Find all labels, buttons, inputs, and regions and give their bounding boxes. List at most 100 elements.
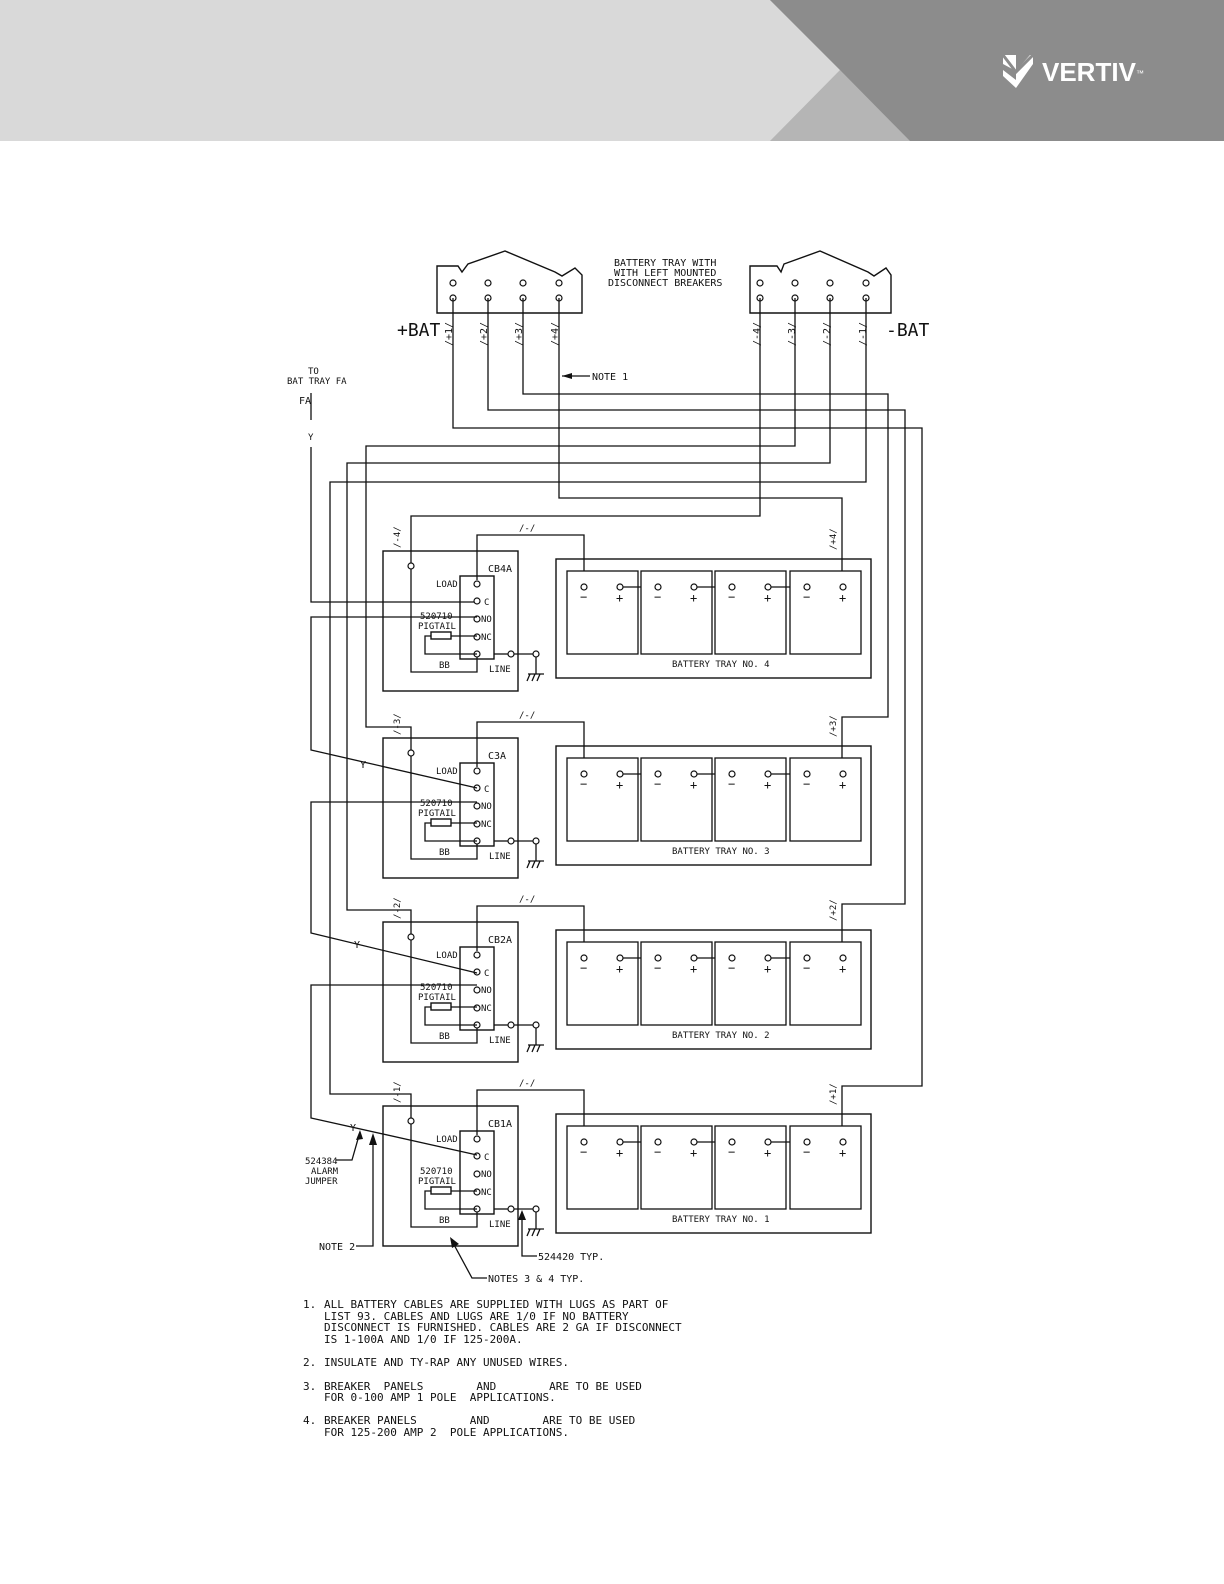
c-label: C [484,598,489,608]
terminal-icon [507,837,515,845]
note-4-num: 4. [303,1414,316,1427]
terminal-icon [532,1205,540,1213]
plus-sign: + [690,1146,697,1160]
tray-label: BATTERY TRAY NO. 3 [672,847,770,857]
terminal-icon [764,583,772,591]
load-label: LOAD [436,1135,458,1145]
pigtail-num-label: 520710 [420,1167,453,1177]
plus-sign: + [764,1146,771,1160]
battery-cell [640,757,713,842]
plus-sign: + [839,778,846,792]
neg-cable-label: /-4/ [393,526,403,548]
pos-cable-label: /+4/ [829,528,839,550]
battery-cell [566,941,639,1026]
terminal-icon [473,951,481,959]
plus-sign: + [839,962,846,976]
battery-tray [555,745,872,866]
terminal-icon [555,279,563,287]
terminal-icon [407,562,415,570]
note-3-line-2: FOR 0-100 AMP 1 POLE APPLICATIONS. [324,1391,556,1404]
cable-label: /+4/ [550,322,561,346]
terminal-icon [803,583,811,591]
bb-label: BB [439,661,450,671]
battery-cell [566,570,639,655]
pigtail-resistor-icon [430,631,452,640]
pigtail-wire [424,1190,477,1210]
cable-label: /+2/ [479,322,490,346]
plus-sign: + [839,1146,846,1160]
alarm-jumper-num: 524384 [305,1157,338,1167]
battery-tray [555,558,872,679]
nc-label: NC [481,633,492,643]
terminal-icon [616,1138,624,1146]
terminal-icon [580,954,588,962]
bb-label: BB [439,848,450,858]
terminal-icon [473,1170,481,1178]
line-label: LINE [489,1220,511,1230]
battery-cell [789,570,862,655]
breaker-panel [382,550,519,692]
terminal-icon [862,279,870,287]
minus-sign: − [580,1145,587,1159]
terminal-icon [473,597,481,605]
pigtail-label: PIGTAIL [418,809,456,819]
ground-icon [526,1028,544,1053]
plus-sign: + [616,591,623,605]
caption-line-1: BATTERY TRAY WITH [614,258,716,269]
jumper-label: /-/ [519,711,535,721]
terminal-icon [616,583,624,591]
fa-label: FA [299,396,311,407]
no-label: NO [481,615,492,625]
neg-cable-label: /-3/ [393,713,403,735]
cable-label: /-3/ [787,322,798,346]
note-1-line-2: LIST 93. CABLES AND LUGS ARE 1/0 IF NO B… [324,1310,629,1323]
c-label: C [484,969,489,979]
terminal-icon [532,650,540,658]
terminal-icon [616,954,624,962]
jumper-wire [476,721,585,774]
neg-bat-label: -BAT [886,320,930,341]
terminal-icon [764,1138,772,1146]
breaker-label: CB2A [488,935,512,946]
load-label: LOAD [436,580,458,590]
terminal-icon [532,1021,540,1029]
battery-cell [714,757,787,842]
battery-tray [555,929,872,1050]
terminal-icon [839,954,847,962]
plus-sign: + [764,778,771,792]
plus-sign: + [690,591,697,605]
line-label: LINE [489,852,511,862]
terminal-icon [690,954,698,962]
minus-sign: − [580,777,587,791]
alarm-jumper-jumper: JUMPER [305,1177,338,1187]
terminal-icon [839,1138,847,1146]
plus-sign: + [616,1146,623,1160]
notes-list: 1. ALL BATTERY CABLES ARE SUPPLIED WITH … [303,1298,682,1439]
breaker-panel [382,921,519,1063]
plus-sign: + [764,591,771,605]
nc-label: NC [481,1004,492,1014]
terminal-icon [616,770,624,778]
terminal-icon [803,1138,811,1146]
alarm-wire [310,616,478,789]
terminal-icon [690,770,698,778]
terminal-icon [728,770,736,778]
pos-bat-label: +BAT [397,320,441,341]
pigtail-label: PIGTAIL [418,622,456,632]
minus-sign: − [654,590,661,604]
pos-cable-label: /+1/ [829,1083,839,1105]
minus-sign: − [728,1145,735,1159]
plus-sign: + [616,962,623,976]
terminal-icon [484,279,492,287]
trademark: ™ [1136,69,1144,78]
terminal-icon [519,279,527,287]
pigtail-resistor-icon [430,818,452,827]
battery-cell [714,1125,787,1210]
note1-pointer: NOTE 1 [562,372,628,383]
bus-bar-wire [410,937,478,1044]
battery-cell [566,1125,639,1210]
terminal-icon [473,1135,481,1143]
jumper-wire [476,534,585,587]
